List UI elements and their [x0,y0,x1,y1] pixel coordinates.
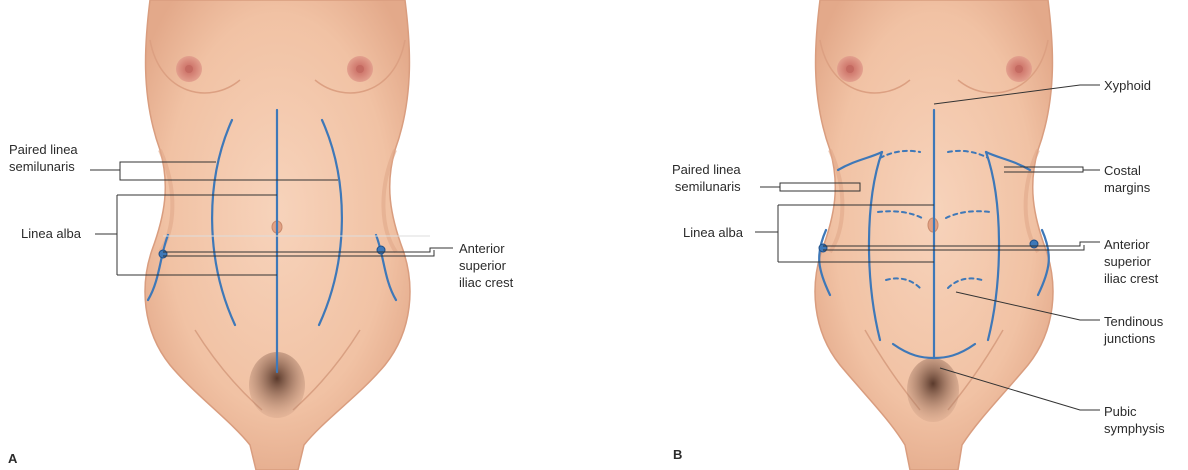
label-b-asic-line3: iliac crest [1104,270,1158,287]
label-b-tendinous-line2: junctions [1104,330,1163,347]
label-b-semilunaris-line1: Paired linea [672,161,741,178]
label-b-asic-line2: superior [1104,253,1158,270]
label-b-pubic: Pubic symphysis [1104,403,1165,437]
label-a-semilunaris-line2: semilunaris [9,158,78,175]
label-b-pubic-line1: Pubic [1104,403,1165,420]
label-b-pubic-line2: symphysis [1104,420,1165,437]
label-b-asic: Anterior superior iliac crest [1104,236,1158,287]
label-b-costal-line2: margins [1104,179,1150,196]
label-b-tendinous-line1: Tendinous [1104,313,1163,330]
panel-letter-a: A [8,451,17,466]
label-b-semilunaris-line2: semilunaris [672,178,741,195]
label-b-tendinous: Tendinous junctions [1104,313,1163,347]
label-a-asic-line3: iliac crest [459,274,513,291]
label-b-xyphoid: Xyphoid [1104,77,1151,94]
label-b-linea-alba: Linea alba [683,224,743,241]
torso-a [90,0,453,470]
label-b-costal: Costal margins [1104,162,1150,196]
torso-b [755,0,1100,470]
label-a-semilunaris: Paired linea semilunaris [9,141,78,175]
label-b-costal-line1: Costal [1104,162,1150,179]
label-a-asic: Anterior superior iliac crest [459,240,513,291]
label-b-asic-line1: Anterior [1104,236,1158,253]
label-a-linea-alba: Linea alba [21,225,81,242]
label-a-asic-line2: superior [459,257,513,274]
label-a-semilunaris-line1: Paired linea [9,141,78,158]
panel-letter-b: B [673,447,682,462]
label-b-semilunaris: Paired linea semilunaris [672,161,741,195]
label-a-asic-line1: Anterior [459,240,513,257]
